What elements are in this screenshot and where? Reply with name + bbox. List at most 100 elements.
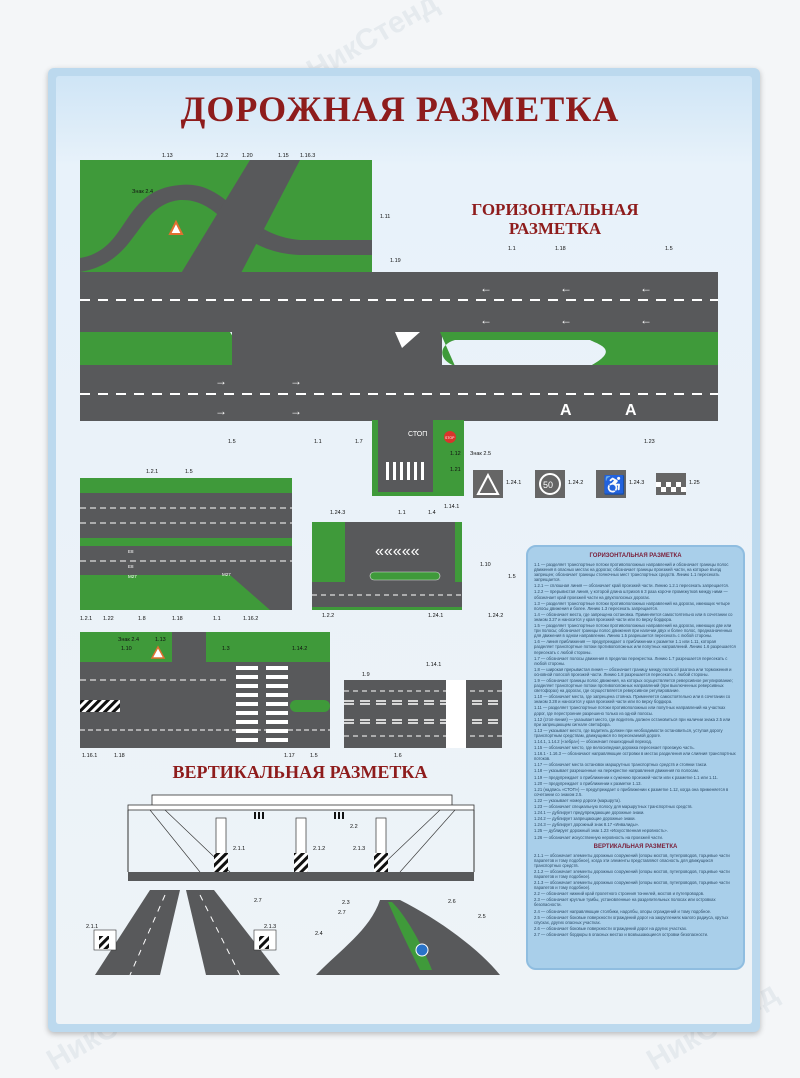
svg-text:←: ← [480, 313, 492, 327]
stop-sign-icon [444, 431, 456, 443]
svg-text:←: ← [640, 281, 652, 295]
svg-text:1.10: 1.10 [480, 562, 491, 568]
svg-text:1.16.3: 1.16.3 [300, 153, 315, 159]
svg-text:1.2.1: 1.2.1 [80, 616, 92, 622]
bypass-sign-icon [415, 943, 429, 957]
legend-item: 1.7 — обозначает полосы движения в преде… [534, 655, 728, 666]
svg-text:1.16.1: 1.16.1 [82, 753, 97, 759]
svg-text:Знак 2.4: Знак 2.4 [118, 637, 139, 643]
svg-text:→: → [215, 404, 227, 418]
crossing-diagram: Знак 2.4 1.10 1.13 1.3 1.14.2 1.16.1 1.1… [80, 632, 330, 759]
legend-item: 1.24.2 — дублирует запрещающие дорожные … [534, 816, 636, 822]
legend-item: 1.2.1 — сплошная линия — обозначает край… [534, 583, 729, 589]
legend-item: 1.13 — указывает место, где водитель дол… [534, 727, 723, 738]
legend-item: 1.11 — разделяет транспортные потоки про… [534, 705, 726, 716]
svg-text:1.18: 1.18 [172, 616, 183, 622]
legend-item: 1.21 (надпись «СТОП») — предупреждает о … [534, 786, 729, 797]
svg-text:1.18: 1.18 [555, 246, 566, 252]
svg-text:50: 50 [543, 480, 553, 490]
svg-text:1.21: 1.21 [450, 467, 461, 473]
svg-text:A: A [625, 402, 637, 419]
svg-text:1.24.1: 1.24.1 [428, 613, 443, 619]
svg-text:←: ← [560, 313, 572, 327]
svg-text:1.1: 1.1 [398, 510, 406, 516]
vertical-heading: ВЕРТИКАЛЬНАЯ РАЗМЕТКА [593, 843, 678, 850]
svg-text:1.22: 1.22 [103, 616, 114, 622]
legend-item: 1.20 — предупреждает о приближении к раз… [534, 780, 642, 786]
svg-text:2.6: 2.6 [448, 899, 456, 905]
legend-item: 2.5 — обозначает боковые поверхности огр… [534, 914, 729, 925]
svg-text:1.6: 1.6 [394, 753, 402, 759]
svg-text:2.1.3: 2.1.3 [353, 846, 365, 852]
svg-text:1.16.2: 1.16.2 [243, 616, 258, 622]
legend-item: 1.10 — обозначает места, где запрещена с… [534, 694, 731, 705]
stop-sign-text: STOP [445, 436, 455, 440]
svg-text:2.1.2: 2.1.2 [313, 846, 325, 852]
svg-text:1.2.1: 1.2.1 [146, 469, 158, 475]
stop-road-text: СТОП [408, 431, 427, 438]
svg-text:M27: M27 [222, 572, 231, 577]
svg-text:1.14.1: 1.14.1 [426, 662, 441, 668]
svg-text:1.5: 1.5 [310, 753, 318, 759]
chevron-marking: ««««« [375, 543, 420, 560]
svg-text:1.24.2: 1.24.2 [488, 613, 503, 619]
svg-text:2.4: 2.4 [315, 931, 323, 937]
svg-text:1.10: 1.10 [121, 646, 132, 652]
horizontal-marking-title: ГОРИЗОНТАЛЬНАЯ РАЗМЕТКА [440, 200, 670, 238]
svg-text:2.7: 2.7 [254, 898, 262, 904]
svg-text:→: → [290, 374, 302, 388]
svg-text:1.5: 1.5 [185, 469, 193, 475]
vertical-marking-title: ВЕРТИКАЛЬНАЯ РАЗМЕТКА [172, 762, 428, 782]
svg-text:2.3: 2.3 [342, 900, 350, 906]
legend-item: 1.5 — разделяет транспортные потоки прот… [534, 623, 733, 639]
svg-text:→: → [215, 374, 227, 388]
legend-item: 2.1.1 — обозначает элементы дорожных соо… [534, 852, 730, 868]
svg-text:2.1.1: 2.1.1 [86, 924, 98, 930]
legend-item: 1.6 — линия приближения — предупреждает … [534, 639, 736, 655]
svg-text:1.7: 1.7 [355, 439, 363, 445]
svg-text:1.23: 1.23 [644, 439, 655, 445]
svg-text:1.17: 1.17 [284, 753, 295, 759]
legend-item: 1.16.1 - 1.16.3 — обозначают направляющи… [534, 751, 736, 762]
svg-text:2.5: 2.5 [478, 914, 486, 920]
sign-markings-row: 1.24.1 50 1.24.2 ♿ 1.24.3 1.25 [473, 470, 700, 498]
svg-text:1.1: 1.1 [213, 616, 221, 622]
legend-item: 1.19 — предупреждает о приближении к суж… [534, 774, 718, 780]
svg-text:1.15: 1.15 [278, 153, 289, 159]
legend-item: 1.1 — разделяет транспортные потоки прот… [534, 562, 729, 583]
svg-text:1.11: 1.11 [380, 214, 390, 220]
yield-sign-icon [168, 219, 184, 235]
svg-text:1.5: 1.5 [665, 246, 673, 252]
svg-text:1.2.2: 1.2.2 [216, 153, 228, 159]
svg-text:1.4: 1.4 [428, 510, 436, 516]
legend-item: 1.9 — обозначает границы полос движения,… [534, 677, 733, 694]
svg-text:1.3: 1.3 [222, 646, 230, 652]
multilane-diagram: 1.2.1 1.5 1.2.1 1.22 1.8 1.18 1.1 1.16.2… [80, 469, 292, 622]
svg-text:1.5: 1.5 [228, 439, 236, 445]
road-narrows-icon [476, 472, 500, 495]
svg-text:1.5: 1.5 [508, 574, 516, 580]
legend-item: 1.25 — дублирует дорожный знак 1.23 «Иск… [534, 828, 668, 834]
svg-text:←: ← [560, 281, 572, 295]
legend-item: 2.1.3 — обозначает элементы дорожных соо… [534, 880, 730, 891]
svg-text:1.18: 1.18 [114, 753, 125, 759]
svg-text:1.20: 1.20 [242, 153, 253, 159]
horizontal-heading: ГОРИЗОНТАЛЬНАЯ РАЗМЕТКА [589, 553, 682, 559]
legend-item: 1.24.3 — дублирует дорожный знак 8.17 «И… [534, 822, 640, 828]
disabled-icon: ♿ [603, 474, 625, 495]
svg-text:1.25: 1.25 [689, 480, 700, 486]
reversible-lanes-diagram: 1.9 1.14.1 1.6 [344, 662, 502, 759]
svg-text:E8: E8 [128, 549, 134, 554]
svg-text:2.2: 2.2 [350, 824, 358, 830]
legend-item: 2.3 — обозначает круглые тумбы, установл… [534, 897, 716, 908]
svg-text:1.14.2: 1.14.2 [292, 646, 307, 652]
bridge-diagram: 2.2 2.1.1 2.1.2 2.1.3 [127, 794, 475, 881]
svg-text:2.7: 2.7 [338, 910, 346, 916]
svg-text:1.9: 1.9 [362, 672, 370, 678]
legend-item: 1.4 — обозначает места, где запрещена ос… [534, 611, 733, 622]
legend-item: 1.15 — обозначает место, где велосипедна… [534, 745, 695, 751]
svg-text:1.1: 1.1 [314, 439, 322, 445]
legend-item: 2.1.2 — обозначает элементы дорожных соо… [534, 868, 730, 879]
